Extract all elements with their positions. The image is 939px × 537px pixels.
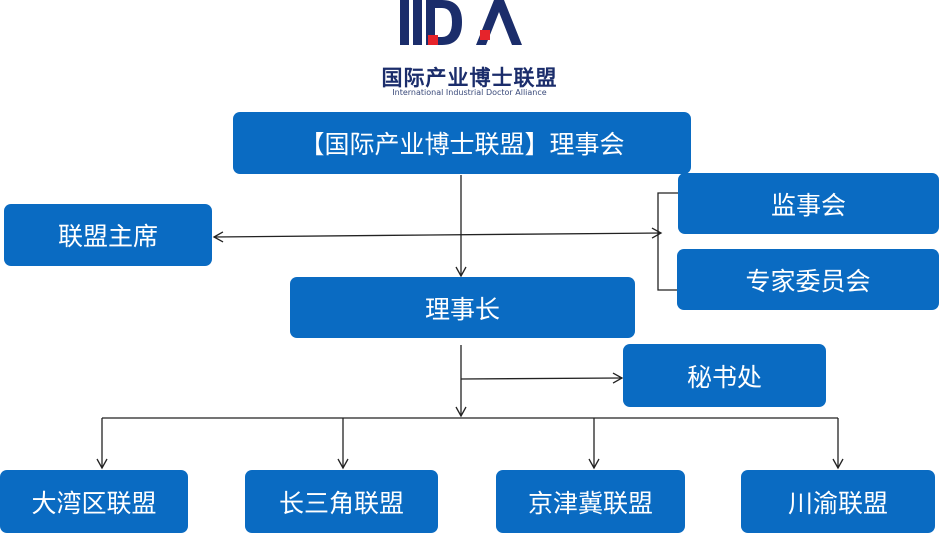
iida-logo-mark <box>400 0 522 45</box>
alliance-logo: 国际产业博士联盟 International Industrial Doctor… <box>0 0 939 100</box>
arrow-to-chairman <box>212 231 431 243</box>
arrow-to-secretariat <box>460 372 624 384</box>
expert-committee-node: 专家委员会 <box>677 249 939 310</box>
arrow-to-supervisory-group <box>429 227 663 239</box>
director-general-node: 理事长 <box>290 277 635 338</box>
bracket-supervisory-experts <box>657 192 678 291</box>
beijing-tianjin-hebei-alliance-node: 京津冀联盟 <box>496 470 685 533</box>
chairman-node: 联盟主席 <box>4 204 212 266</box>
supervisory-board-node: 监事会 <box>678 173 939 234</box>
council-node: 【国际产业博士联盟】理事会 <box>233 112 691 174</box>
logo-english-name: International Industrial Doctor Alliance <box>392 88 547 97</box>
greater-bay-area-alliance-node: 大湾区联盟 <box>0 470 188 533</box>
sichuan-chongqing-alliance-node: 川渝联盟 <box>741 470 935 533</box>
yangtze-delta-alliance-node: 长三角联盟 <box>245 470 438 533</box>
logo-chinese-name: 国际产业博士联盟 <box>381 66 558 90</box>
secretariat-node: 秘书处 <box>623 344 826 407</box>
